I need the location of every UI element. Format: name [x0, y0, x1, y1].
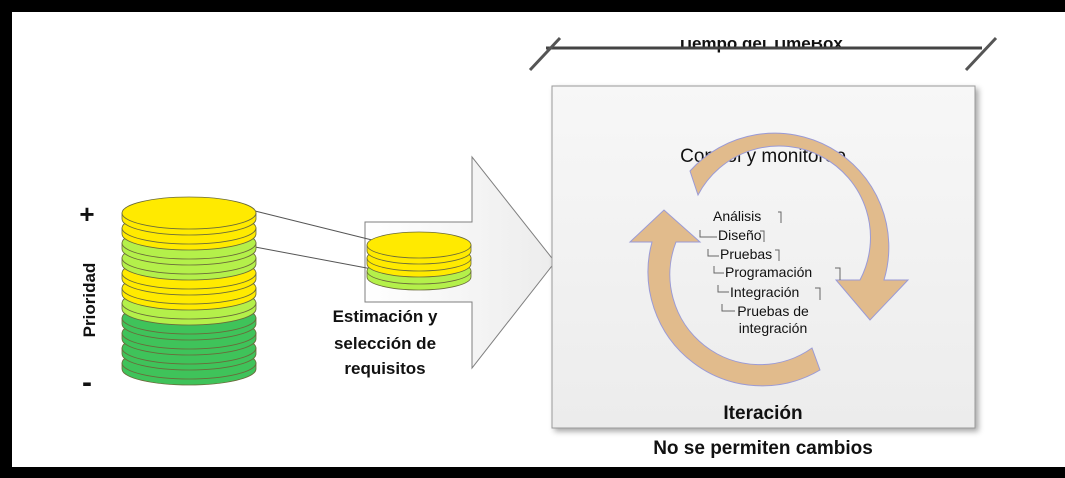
- step-programacion: Programación: [725, 264, 812, 280]
- step-integracion: Integración: [730, 284, 799, 300]
- selected-disk-stack: [366, 231, 472, 291]
- process-steps: Análisis Diseño Pruebas Programación Int…: [699, 208, 841, 336]
- priority-disk-stack: [121, 196, 257, 386]
- priority-minus-sign: -: [82, 366, 92, 399]
- step-pruebas-integracion-line-2: integración: [739, 320, 808, 336]
- step-diseno: Diseño: [718, 227, 762, 243]
- iteration-label: Iteración: [723, 403, 802, 424]
- timebox-right-tick: [964, 36, 998, 72]
- connector-line-top: [254, 210, 373, 241]
- no-changes-label: No se permiten cambios: [653, 438, 873, 459]
- cycle-arrows: [628, 132, 910, 387]
- step-pruebas: Pruebas: [720, 246, 772, 262]
- step-connector-9: [815, 287, 821, 300]
- step-connector-6: [713, 266, 724, 274]
- selection-label-line-2: selección de: [334, 334, 436, 353]
- connector-line-bottom: [254, 246, 373, 270]
- step-connector-10: [721, 304, 735, 312]
- step-connector-7: [835, 267, 841, 280]
- step-connector-3: [760, 230, 765, 242]
- step-pruebas-integracion-line-1: Pruebas de: [737, 303, 809, 319]
- timebox-left-tick: [528, 36, 562, 72]
- priority-plus-sign: +: [79, 199, 94, 229]
- selection-label-line-1: Estimación y: [333, 307, 438, 326]
- selection-disk-1: [366, 231, 472, 259]
- step-connector-5: [775, 249, 780, 261]
- cycle-arrow-top-right: [689, 132, 910, 321]
- priority-axis-label: Prioridad: [80, 263, 99, 338]
- priority-disk-1: [121, 196, 257, 230]
- cycle-arrow-bottom-left: [628, 209, 821, 387]
- selection-label-line-3: requisitos: [344, 359, 425, 378]
- step-connector-8: [717, 285, 729, 293]
- step-connector-1: [778, 211, 782, 223]
- step-connector-4: [707, 249, 719, 257]
- step-analisis: Análisis: [713, 208, 761, 224]
- step-connector-2: [699, 230, 717, 238]
- timebox-bar: Tiempo del TimeBox: [528, 36, 998, 72]
